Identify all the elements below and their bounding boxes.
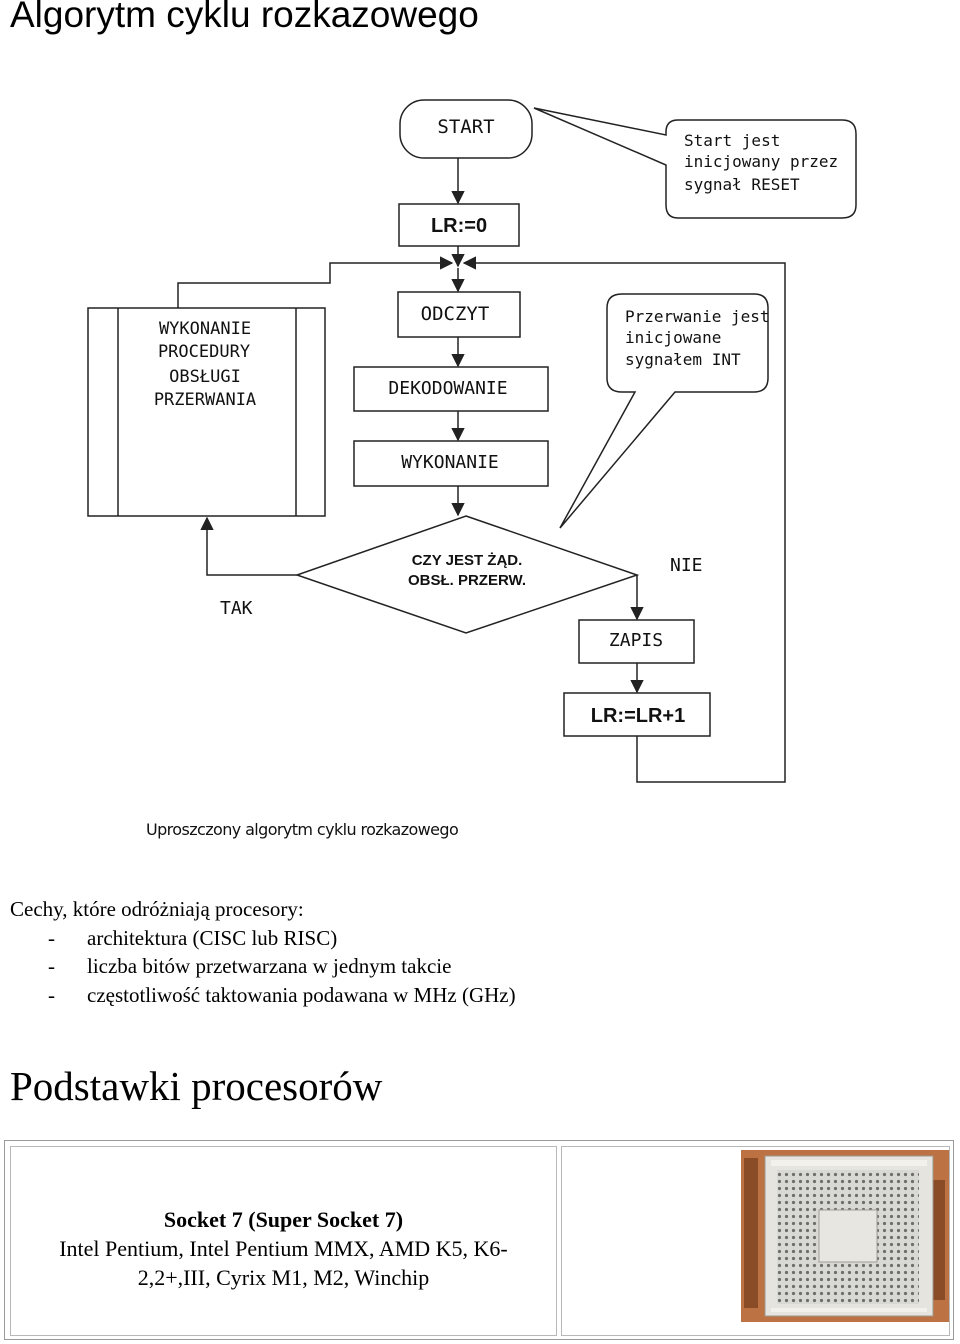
decision-line-1: CZY JEST ŻĄD. <box>412 552 523 569</box>
list-item: -częstotliwość taktowania podawana w MHz… <box>48 982 516 1007</box>
yes-path <box>200 516 297 576</box>
page-title: Algorytm cyklu rozkazowego <box>10 0 479 35</box>
write-box <box>578 619 695 664</box>
yes-label: TAK <box>220 598 253 619</box>
lr-init-box <box>398 203 520 247</box>
socket-compatibility: Intel Pentium, Intel Pentium MMX, AMD K5… <box>59 1236 508 1290</box>
instruction-cycle-flowchart: START LR:=0 ODCZYT DEKODOWANIE WYKONANIE… <box>87 99 857 783</box>
list-item: -liczba bitów przetwarzana w jednym takc… <box>48 954 452 978</box>
execute-box <box>353 440 549 487</box>
start-note-line-2: inicjowany przez <box>684 152 838 171</box>
flowchart-caption: Uproszczony algorytm cyklu rozkazowego <box>146 820 459 839</box>
decode-label: DEKODOWANIE <box>388 378 507 399</box>
features-list: -architektura (CISC lub RISC) -liczba bi… <box>10 924 516 1010</box>
section-title: Podstawki procesorów <box>10 1063 383 1109</box>
decode-box <box>353 366 549 412</box>
interrupt-routine-box <box>87 307 326 517</box>
lr-inc-box <box>563 692 711 737</box>
routine-line-4: PRZERWANIA <box>154 390 256 410</box>
execute-label: WYKONANIE <box>401 452 499 473</box>
start-note-line-3: sygnał RESET <box>684 175 800 194</box>
interrupt-note-line-3: sygnałem INT <box>625 350 741 369</box>
write-label: ZAPIS <box>609 630 663 651</box>
interrupt-note-line-2: inicjowane <box>625 328 721 347</box>
fetch-box <box>397 291 521 338</box>
socket-description-cell: Socket 7 (Super Socket 7) Intel Pentium,… <box>10 1146 557 1336</box>
lr-inc-label: LR:=LR+1 <box>591 705 685 727</box>
socket-name: Socket 7 (Super Socket 7) <box>163 1207 404 1232</box>
start-label: START <box>437 116 494 138</box>
loop-back-line <box>462 256 786 783</box>
start-terminator <box>399 99 533 159</box>
routine-line-2: PROCEDURY <box>158 342 250 362</box>
processor-features: Cechy, które odróżniają procesory: -arch… <box>10 895 516 1009</box>
interrupt-return-line <box>177 256 454 308</box>
no-label: NIE <box>670 555 703 576</box>
interrupt-note-callout <box>559 293 769 529</box>
interrupt-note-line-1: Przerwanie jest <box>625 307 770 326</box>
fetch-label: ODCZYT <box>421 303 490 325</box>
lr-init-label: LR:=0 <box>431 215 487 237</box>
decision-line-2: OBSŁ. PRZERW. <box>408 572 526 589</box>
start-note-line-1: Start jest <box>684 131 780 150</box>
list-item: -architektura (CISC lub RISC) <box>48 925 338 950</box>
features-intro: Cechy, które odróżniają procesory: <box>10 897 304 921</box>
routine-line-3: OBSŁUGI <box>169 367 241 387</box>
start-note-callout <box>533 107 857 219</box>
socket-table: Socket 7 (Super Socket 7) Intel Pentium,… <box>4 1140 954 1340</box>
socket-7-photo <box>741 1150 949 1322</box>
decision-diamond <box>294 515 640 634</box>
socket-image-cell <box>561 1146 950 1336</box>
routine-line-1: WYKONANIE <box>159 319 251 339</box>
